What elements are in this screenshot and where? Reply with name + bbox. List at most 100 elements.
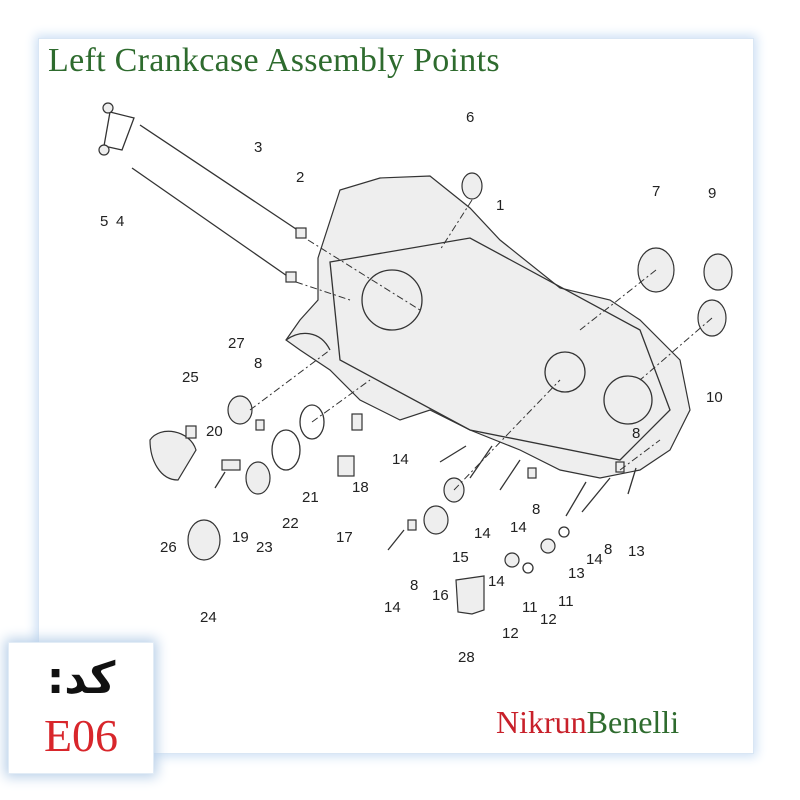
- callout-label: 23: [256, 539, 273, 556]
- callout-label: 11: [558, 593, 574, 610]
- crankcase-bearing-seat: [544, 351, 586, 393]
- page-title: Left Crankcase Assembly Points: [48, 42, 500, 79]
- callout-label: 6: [466, 109, 474, 126]
- callout-label: 14: [474, 525, 491, 542]
- callout-label: 21: [302, 489, 319, 506]
- callout-label: 19: [232, 529, 249, 546]
- crankcase-pulley-seat: [603, 375, 653, 425]
- assembly-line: [453, 379, 561, 491]
- callout-label: 3: [254, 139, 262, 156]
- nut-part: [102, 102, 114, 114]
- dowel-pin: [295, 227, 307, 239]
- callout-labels: 1 2 3 4 5 6 7 8 9 10 11 11 12 12 13 13 1…: [100, 109, 723, 666]
- callout-label: 8: [632, 425, 640, 442]
- screw-part: [214, 471, 226, 489]
- assembly-line: [307, 239, 421, 311]
- callout-label: 12: [540, 611, 557, 628]
- stud-bolt: [139, 124, 306, 236]
- brand-part-1: Nikrun: [496, 704, 587, 740]
- dowel-pin: [285, 271, 297, 283]
- callout-label: 15: [452, 549, 469, 566]
- nut-part: [98, 144, 110, 156]
- dowel-pin: [615, 461, 625, 473]
- callout-label: 2: [296, 169, 304, 186]
- brand-part-2: Benelli: [586, 704, 680, 740]
- callout-label: 11: [522, 599, 538, 616]
- code-label: کد:: [46, 653, 116, 704]
- part-code-box: کد: E06: [8, 642, 154, 774]
- crankcase-bore: [361, 269, 423, 331]
- callout-label: 26: [160, 539, 177, 556]
- callout-label: 8: [604, 541, 612, 558]
- cover-cap: [149, 430, 197, 481]
- o-ring: [299, 404, 325, 440]
- callout-label: 22: [282, 515, 299, 532]
- plate-part: [103, 111, 135, 151]
- callout-label: 27: [228, 335, 245, 352]
- callout-label: 28: [458, 649, 475, 666]
- washer-part: [522, 562, 534, 574]
- crankcase-mount: [285, 332, 331, 351]
- callout-label: 14: [510, 519, 527, 536]
- callout-label: 20: [206, 423, 223, 440]
- callout-label: 17: [336, 529, 353, 546]
- assembly-line: [439, 199, 473, 251]
- crankcase-outline: [285, 175, 691, 479]
- stud-bolt: [131, 167, 291, 279]
- bearing-part: [227, 395, 253, 425]
- oil-seal: [423, 505, 449, 535]
- callout-label: 10: [706, 389, 723, 406]
- callout-label: 18: [352, 479, 369, 496]
- assembly-line: [639, 317, 713, 381]
- callout-label: 5: [100, 213, 108, 230]
- dowel-pin: [407, 519, 417, 531]
- callout-label: 13: [628, 543, 645, 560]
- clip-part: [221, 459, 241, 471]
- bolt-part: [439, 445, 467, 463]
- callout-label: 25: [182, 369, 199, 386]
- small-bushing: [185, 425, 197, 439]
- callout-label: 13: [568, 565, 585, 582]
- brand-watermark: NikrunBenelli: [496, 704, 679, 741]
- bolt-head: [351, 413, 363, 431]
- callout-label: 24: [200, 609, 217, 626]
- plug-part: [187, 519, 221, 561]
- bushing-part: [337, 455, 355, 477]
- dowel-pin: [255, 419, 265, 431]
- assembly-line: [249, 349, 331, 411]
- oil-seal: [461, 172, 483, 200]
- callout-label: 1: [496, 197, 504, 214]
- assembly-line: [295, 281, 351, 301]
- bolt-part: [581, 477, 611, 513]
- nut-part: [540, 538, 556, 554]
- bearing-part: [703, 253, 733, 291]
- callout-label: 14: [384, 599, 401, 616]
- callout-label: 9: [708, 185, 716, 202]
- filter-part: [245, 461, 271, 495]
- callout-label: 8: [254, 355, 262, 372]
- code-value: E06: [43, 710, 119, 761]
- assembly-line: [579, 269, 657, 331]
- callout-label: 14: [586, 551, 603, 568]
- nut-part: [504, 552, 520, 568]
- bolt-part: [469, 445, 493, 479]
- bolt-part: [627, 467, 637, 495]
- bolt-part: [387, 529, 405, 551]
- callout-label: 12: [502, 625, 519, 642]
- washer-part: [558, 526, 570, 538]
- callout-label: 16: [432, 587, 449, 604]
- spring-part: [271, 429, 301, 471]
- bolt-part: [499, 459, 521, 491]
- callout-label: 4: [116, 213, 124, 230]
- assembly-line: [619, 439, 661, 471]
- bracket-part: [455, 575, 485, 615]
- callout-label: 8: [410, 577, 418, 594]
- bolt-part: [565, 481, 587, 517]
- crankcase-gasket-line: [329, 237, 671, 461]
- dowel-pin: [527, 467, 537, 479]
- callout-label: 8: [532, 501, 540, 518]
- assembly-line: [311, 379, 371, 423]
- callout-label: 14: [488, 573, 505, 590]
- callout-label: 7: [652, 183, 660, 200]
